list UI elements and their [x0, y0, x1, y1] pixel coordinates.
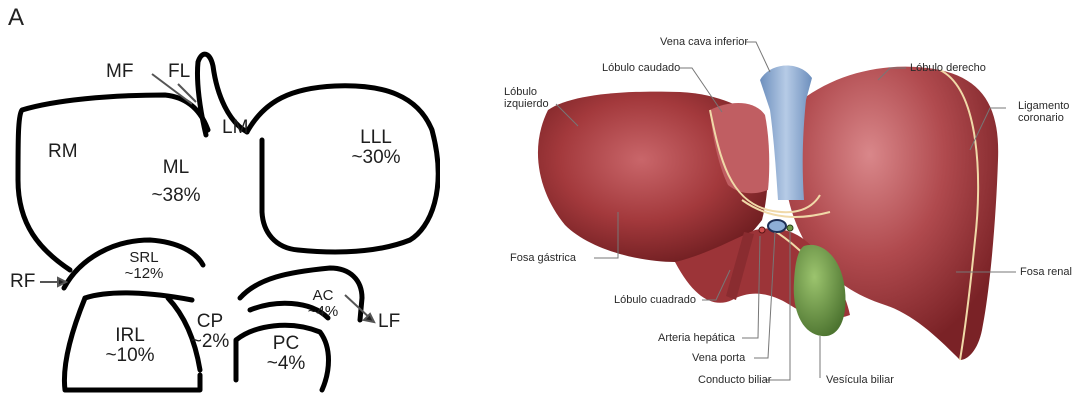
label-lll: LLL ~30% — [336, 128, 416, 168]
label-cp: CP ~2% — [180, 312, 240, 352]
irl-name: IRL — [115, 325, 145, 346]
label-vena-cava: Vena cava inferior — [660, 36, 748, 48]
left-lateral-lobe-outline — [247, 86, 438, 252]
label-lf: LF — [378, 312, 400, 332]
label-caudado: Lóbulo caudado — [602, 62, 680, 74]
ml-name: ML — [163, 157, 189, 178]
liver-illustration — [470, 0, 1091, 394]
label-ligamento-line1: Ligamento — [1018, 100, 1069, 112]
label-ac: AC ~4% — [300, 288, 346, 320]
label-fosa-renal: Fosa renal — [1020, 266, 1072, 278]
label-izquierdo-line1: Lóbulo — [504, 86, 549, 98]
cp-pct: ~2% — [180, 332, 240, 352]
panel-b-illustration: Vena cava inferior Lóbulo caudado Lóbulo… — [470, 0, 1091, 394]
srl-name: SRL — [129, 249, 158, 266]
label-vena-porta: Vena porta — [692, 352, 745, 364]
ml-pct: ~38% — [136, 186, 216, 206]
label-irl: IRL ~10% — [98, 326, 162, 366]
label-vesicula: Vesícula biliar — [826, 374, 894, 386]
bile-duct-shape — [787, 225, 793, 231]
ac-name: AC — [313, 287, 334, 304]
label-cuadrado: Lóbulo cuadrado — [614, 294, 696, 306]
panel-a-schematic: A MF — [0, 0, 440, 394]
lll-pct: ~30% — [336, 148, 416, 168]
srl-pct: ~12% — [112, 266, 176, 282]
label-fosa-gastrica: Fosa gástrica — [510, 252, 576, 264]
label-lm: LM — [222, 118, 248, 138]
label-izquierdo-line2: izquierdo — [504, 98, 549, 110]
label-rf: RF — [10, 272, 35, 292]
label-ligamento-line2: coronario — [1018, 112, 1069, 124]
label-fl: FL — [168, 62, 190, 82]
label-conducto: Conducto biliar — [698, 374, 771, 386]
label-srl: SRL ~12% — [112, 250, 176, 282]
label-pc: PC ~4% — [258, 334, 314, 374]
lll-name: LLL — [360, 127, 392, 148]
portal-vein-shape — [768, 220, 786, 232]
label-izquierdo: Lóbulo izquierdo — [504, 86, 549, 110]
label-ligamento: Ligamento coronario — [1018, 100, 1069, 124]
cp-name: CP — [197, 311, 223, 332]
label-ml: ML ~38% — [136, 158, 216, 206]
label-mf: MF — [106, 62, 133, 82]
pc-pct: ~4% — [258, 354, 314, 374]
ac-pct: ~4% — [300, 304, 346, 320]
irl-pct: ~10% — [98, 346, 162, 366]
pc-name: PC — [273, 333, 299, 354]
label-arteria: Arteria hepática — [658, 332, 735, 344]
label-derecho: Lóbulo derecho — [910, 62, 986, 74]
hepatic-artery-shape — [759, 227, 765, 233]
superior-right-lobe-lower — [85, 293, 192, 300]
leader-vena-cava — [745, 42, 770, 72]
label-rm: RM — [48, 142, 78, 162]
